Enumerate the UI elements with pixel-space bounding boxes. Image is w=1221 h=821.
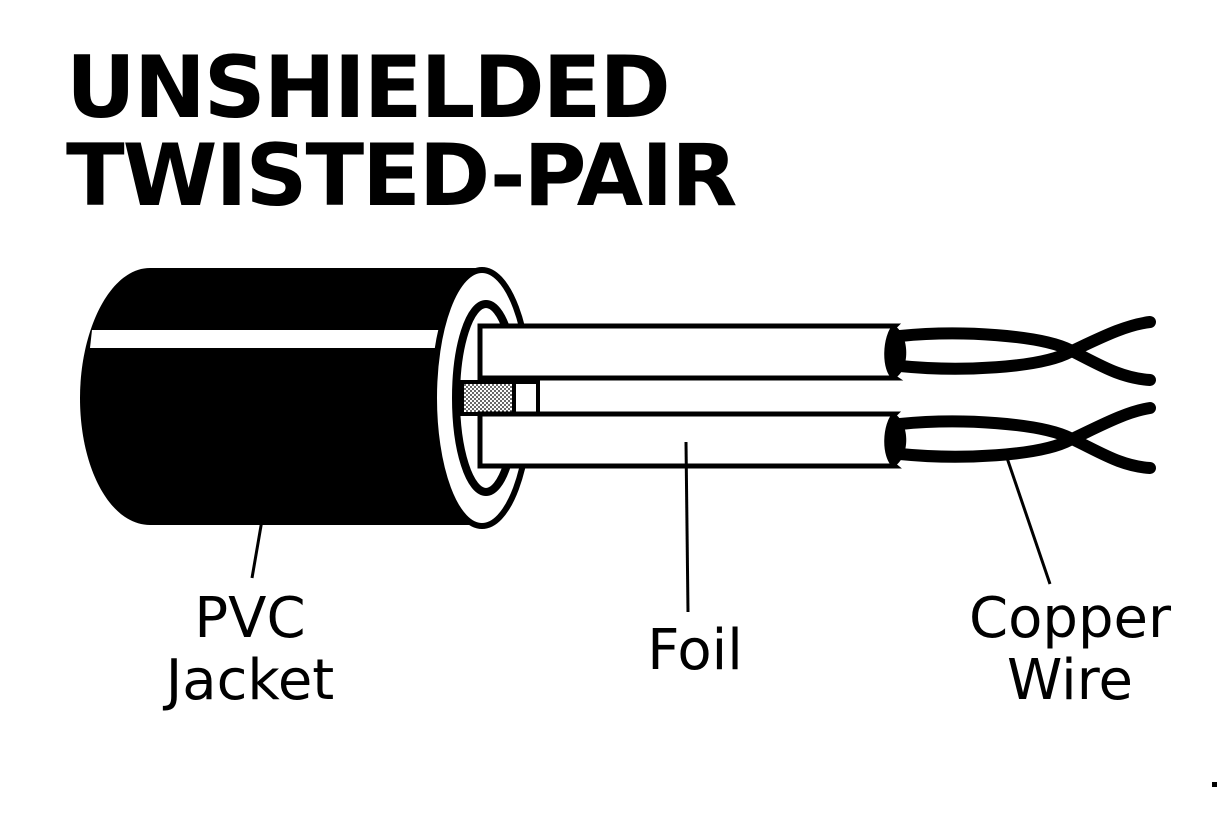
label-pvc-line-1: PVC bbox=[194, 586, 306, 651]
label-copper-wire: Copper Wire bbox=[960, 588, 1180, 712]
foil-layer bbox=[460, 380, 516, 416]
label-pvc-jacket: PVC Jacket bbox=[150, 588, 350, 712]
label-copper-line-1: Copper bbox=[969, 586, 1171, 651]
leader-line-foil bbox=[684, 441, 690, 613]
label-foil: Foil bbox=[620, 620, 770, 682]
stray-mark bbox=[1212, 782, 1217, 787]
foil-layer-edge bbox=[512, 380, 540, 416]
copper-wire-lower bbox=[894, 402, 1156, 474]
label-copper-line-2: Wire bbox=[1007, 648, 1133, 713]
title-line-1: UNSHIELDED bbox=[66, 38, 671, 138]
pvc-jacket-body bbox=[80, 268, 480, 525]
label-pvc-line-2: Jacket bbox=[165, 648, 335, 713]
leader-line-pvc bbox=[250, 519, 264, 579]
conductor-upper bbox=[477, 323, 904, 381]
diagram-title: UNSHIELDED TWISTED-PAIR bbox=[66, 38, 737, 226]
title-line-2: TWISTED-PAIR bbox=[66, 126, 737, 226]
label-foil-text: Foil bbox=[647, 618, 743, 683]
jacket-highlight bbox=[90, 330, 440, 348]
copper-wire-upper bbox=[894, 316, 1156, 386]
leader-line-copper bbox=[1004, 454, 1052, 585]
